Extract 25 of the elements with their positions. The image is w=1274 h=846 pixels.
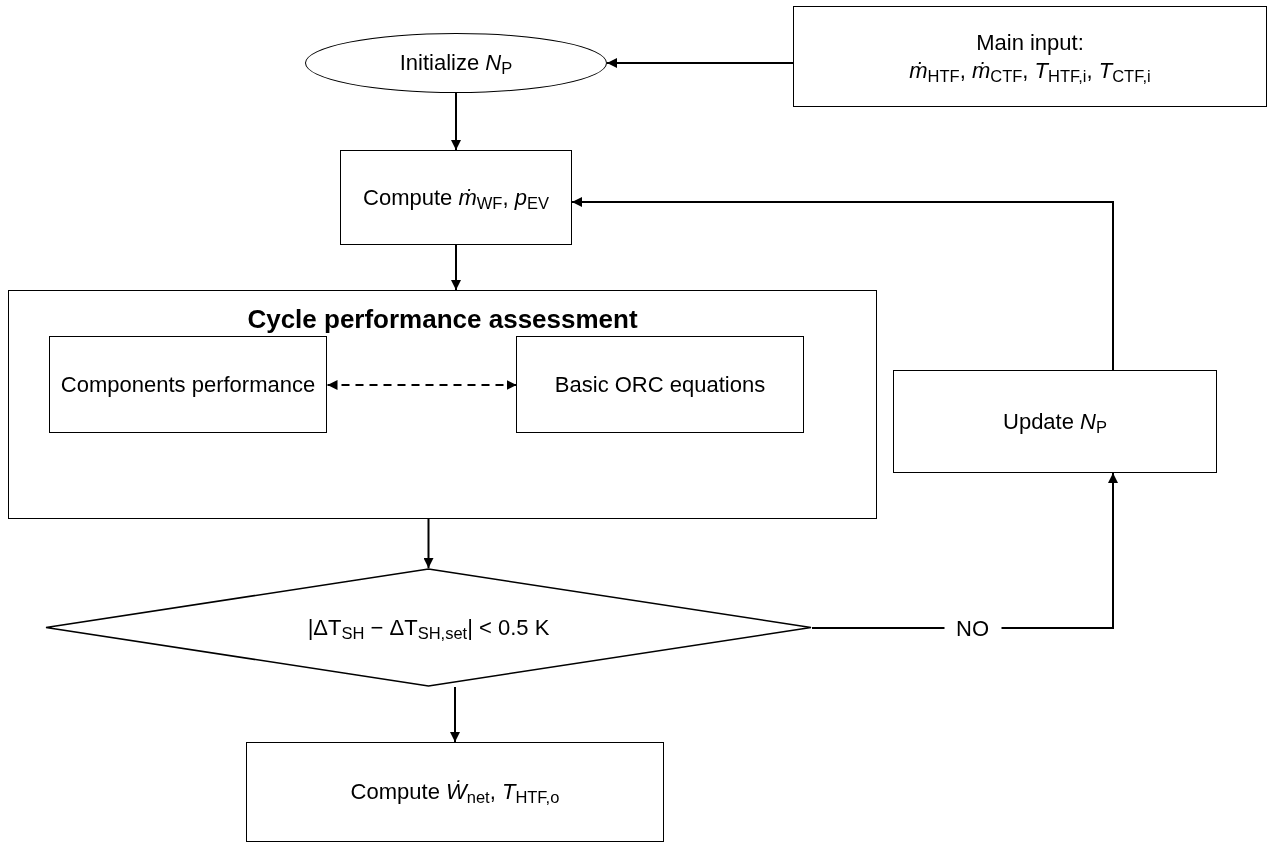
process-box	[246, 742, 664, 842]
arrow	[326, 380, 518, 390]
group-box	[8, 290, 877, 519]
arrow	[450, 686, 460, 743]
node-text: Compute Ẇ$_{net}$, T$_{HTF,o}$	[350, 778, 560, 806]
arrow	[606, 58, 794, 68]
arrow	[571, 197, 1114, 371]
process-box	[49, 336, 327, 433]
node-text: Cycle performance assessment	[247, 303, 638, 336]
arrow	[811, 472, 1118, 629]
node-text: Basic ORC equations	[554, 370, 766, 399]
input-box	[793, 6, 1267, 107]
process-box	[893, 370, 1217, 473]
arrow	[451, 92, 461, 151]
node-text: ṁ$_{HTF}$, ṁ$_{CTF}$, T$_{HTF,i}$, T$_{CTF,i}$	[909, 56, 1151, 84]
node-text: Initialize N$_{P}$	[399, 49, 513, 77]
node-text: |ΔT$_{SH}$ − ΔT$_{SH,set}$| < 0.5 K	[307, 613, 550, 642]
node-text: Compute ṁ$_{WF}$, p$_{EV}$	[363, 183, 549, 212]
arrow	[451, 244, 461, 291]
node-text: Main input:	[976, 29, 1084, 57]
node-text: Components performance	[60, 370, 316, 399]
process-box	[340, 150, 572, 245]
arrow	[423, 518, 434, 569]
process-box	[516, 336, 804, 433]
node-text: Update N$_{P}$	[1003, 407, 1107, 436]
